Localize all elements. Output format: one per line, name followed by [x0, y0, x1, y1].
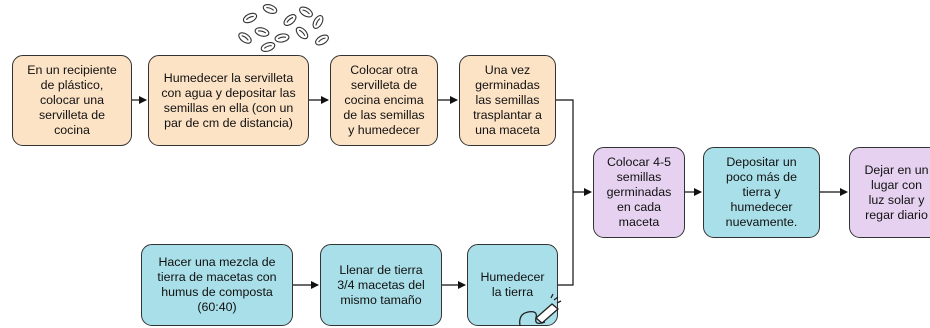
- step-box-8: Hacer una mezcla de tierra de macetas co…: [141, 244, 293, 326]
- step-box-4: Una vez germinadas las semillas trasplan…: [459, 55, 556, 146]
- step-box-3: Colocar otra servilleta de cocina encima…: [330, 55, 438, 146]
- step-text-9: Llenar de tierra 3/4 macetas del mismo t…: [337, 262, 425, 307]
- step-text-4: Una vez germinadas las semillas trasplan…: [473, 63, 542, 137]
- seeds-icon: [238, 3, 329, 53]
- step-text-8: Hacer una mezcla de tierra de macetas co…: [157, 255, 277, 314]
- step-text-3: Colocar otra servilleta de cocina encima…: [343, 63, 425, 137]
- step-text-2: Humedecer la servilleta con agua y depos…: [161, 70, 296, 130]
- step-text-1: En un recipiente de plástico, colocar un…: [27, 63, 117, 137]
- step-box-2: Humedecer la servilleta con agua y depos…: [148, 55, 309, 146]
- step-box-6: Depositar un poco más de tierra y humede…: [703, 147, 820, 238]
- step-box-7: Dejar en un lugar con luz solar y regar …: [849, 147, 930, 238]
- step-box-9: Llenar de tierra 3/4 macetas del mismo t…: [320, 244, 442, 326]
- step-box-5: Colocar 4-5 semillas germinadas en cada …: [593, 147, 685, 238]
- step-box-10: Humedecer la tierra: [467, 244, 558, 326]
- step-text-10: Humedecer la tierra: [480, 270, 545, 299]
- step-text-7: Dejar en un lugar con luz solar y regar …: [864, 162, 929, 222]
- step-box-1: En un recipiente de plástico, colocar un…: [12, 55, 132, 146]
- connector-bottom: [558, 192, 574, 286]
- connector-top: [556, 99, 574, 192]
- step-text-5: Colocar 4-5 semillas germinadas en cada …: [606, 155, 672, 229]
- step-text-6: Depositar un poco más de tierra y humede…: [725, 155, 798, 229]
